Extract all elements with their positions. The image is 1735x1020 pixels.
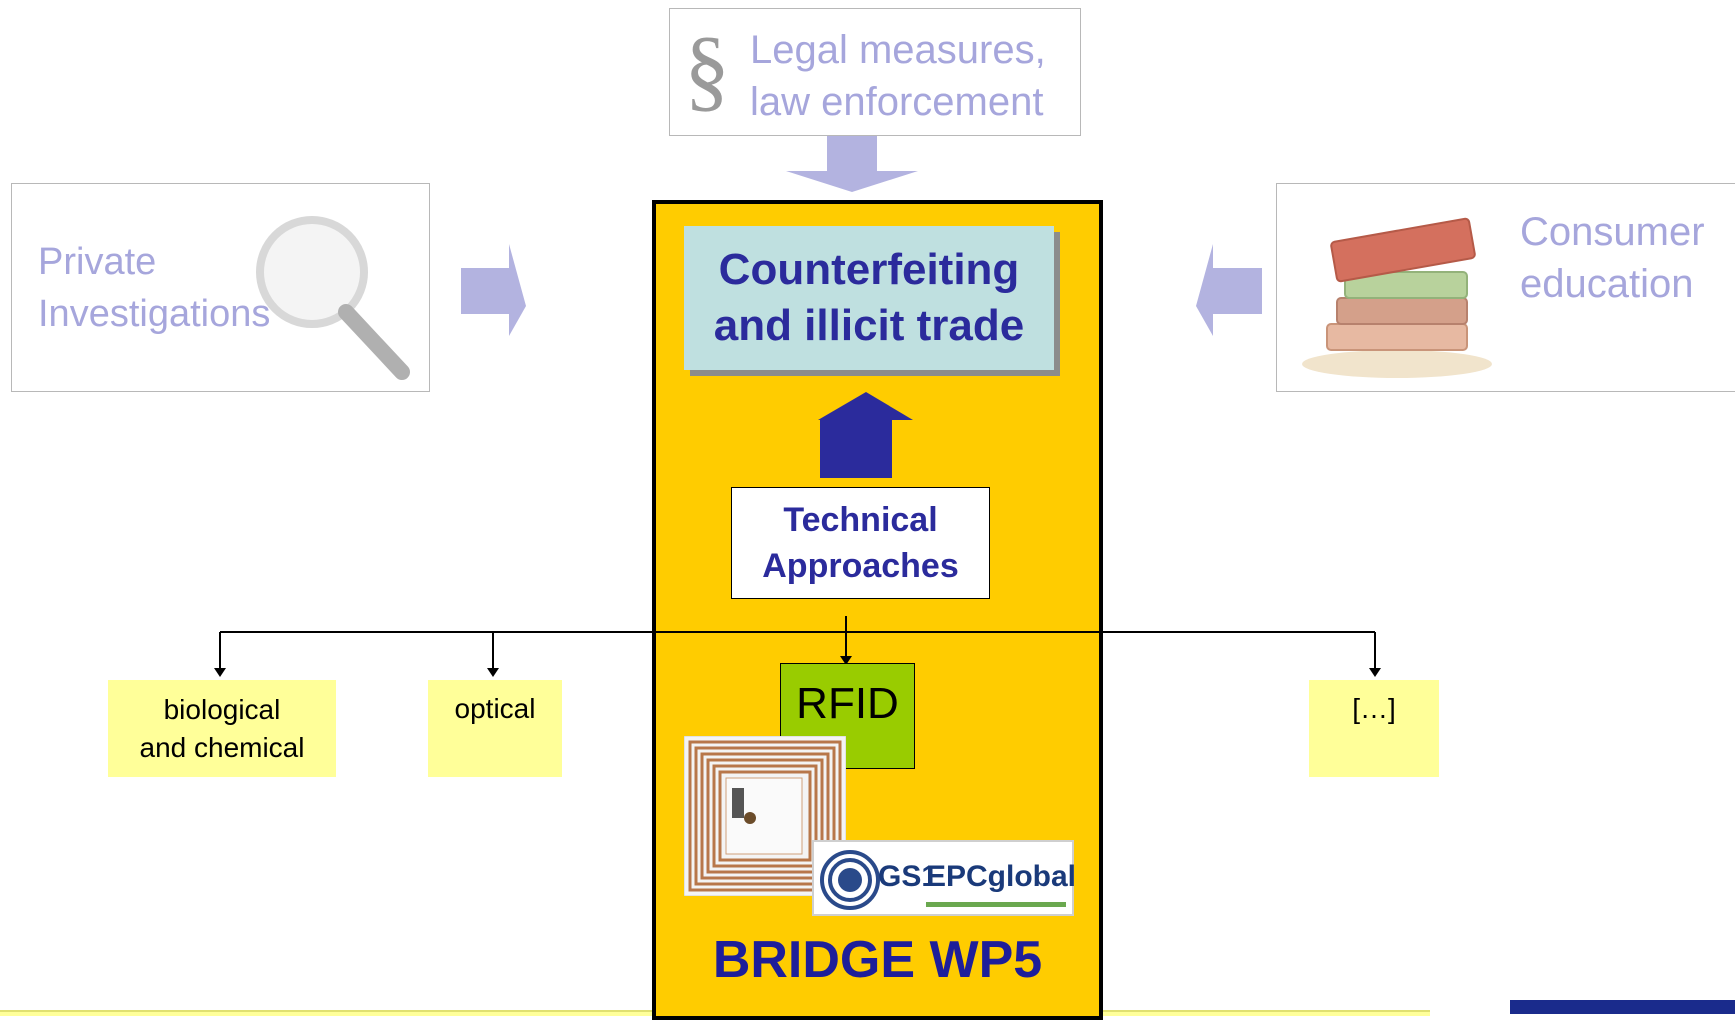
bridge-wp5-label: BRIDGE WP5 (712, 931, 1043, 989)
epcglobal-label: EPCglobal (926, 860, 1077, 893)
rfid-label: RFID (796, 679, 899, 728)
private-arrow (461, 244, 526, 336)
arrow-optical (487, 668, 499, 677)
biological-line2: and chemical (139, 731, 305, 763)
approach-optical: optical (428, 680, 562, 777)
consumer-line2: education (1520, 262, 1694, 306)
epc-underline (926, 902, 1066, 907)
gs1-icon (820, 850, 880, 910)
title-line1: Counterfeiting (718, 245, 1020, 294)
private-line1: Private (38, 241, 157, 283)
biological-line1: biological (163, 693, 281, 725)
tech-line2: Approaches (762, 547, 959, 585)
gs1-epcglobal-logo: GS1 EPCglobal (812, 840, 1077, 916)
arrow-rfid (840, 656, 852, 665)
tech-line1: Technical (783, 501, 938, 539)
consumer-line1: Consumer (1520, 210, 1705, 254)
legal-arrow (786, 136, 918, 192)
up-arrow (820, 420, 892, 478)
eu-logo (1510, 1000, 1735, 1014)
private-investigations-box: Private Investigations (11, 183, 430, 392)
counterfeiting-title-box: Counterfeiting and illicit trade (684, 226, 1054, 370)
legal-line1: Legal measures, (750, 28, 1046, 72)
magnifier-icon (256, 216, 410, 380)
arrow-other (1369, 668, 1381, 677)
legal-line2: law enforcement (750, 80, 1044, 124)
gs1-label: GS1 (878, 860, 939, 893)
section-sign-icon: § (684, 18, 730, 120)
consumer-education-box: Consumer education (1276, 183, 1735, 392)
technical-approaches-box: Technical Approaches (731, 487, 990, 599)
legal-measures-box: § Legal measures, law enforcement (669, 8, 1081, 136)
approach-biological-chemical: biological and chemical (108, 680, 336, 777)
up-arrow-head (818, 392, 913, 420)
consumer-arrow (1196, 244, 1262, 336)
other-label: […] (1352, 693, 1396, 724)
books-icon (1302, 217, 1492, 378)
optical-label: optical (454, 693, 536, 724)
title-line2: and illicit trade (713, 301, 1025, 350)
approach-other: […] (1309, 680, 1439, 777)
private-line2: Investigations (38, 293, 271, 335)
arrow-biological (214, 668, 226, 677)
